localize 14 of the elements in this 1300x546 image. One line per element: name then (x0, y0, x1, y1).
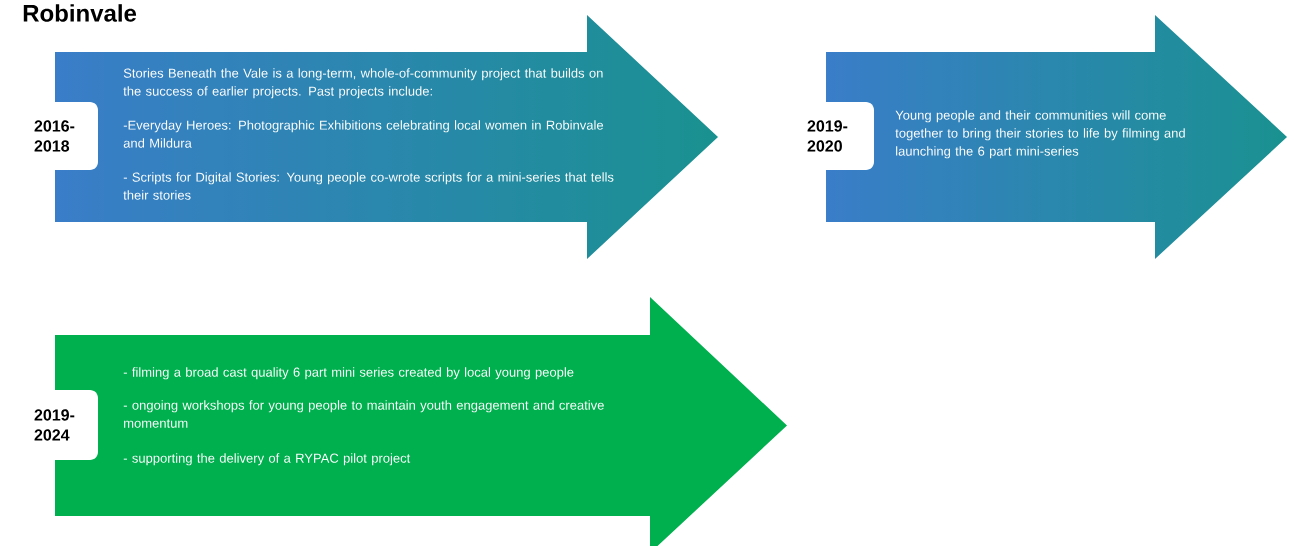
node-label: 2019- 2024 (34, 409, 75, 441)
description-text: - supporting the delivery of a RYPAC pilot project (123, 453, 411, 466)
description-text: - filming a broad cast quality 6 part mini series created by local young people (123, 367, 574, 380)
year-tab: 2016- 2018 (20, 102, 98, 170)
node-label: 2019- 2020 (807, 120, 848, 152)
description-text: - Scripts for Digital Stories: Young people co-wrote scripts for a mini-series that tells their stories (123, 172, 614, 200)
description-text: -Everyday Heroes: Photographic Exhibitions celebrating local women in Robinvale and Mildura (123, 120, 604, 148)
node-label: 2016- 2018 (34, 120, 75, 152)
year-tab: 2019- 2020 (790, 102, 874, 170)
description-text: Young people and their communities will come together to bring their stories to life by filming and launching the 6 part mini-series (895, 110, 1185, 159)
title-text: Robinvale (23, 4, 137, 22)
year-tab: 2019- 2024 (20, 390, 98, 460)
description-text: Stories Beneath the Vale is a long-term, whole-of-community project that builds on the success of earlier projects. Past projects include: (123, 68, 603, 99)
description-text: - ongoing workshops for young people to maintain youth engagement and creative momentum (123, 400, 604, 428)
